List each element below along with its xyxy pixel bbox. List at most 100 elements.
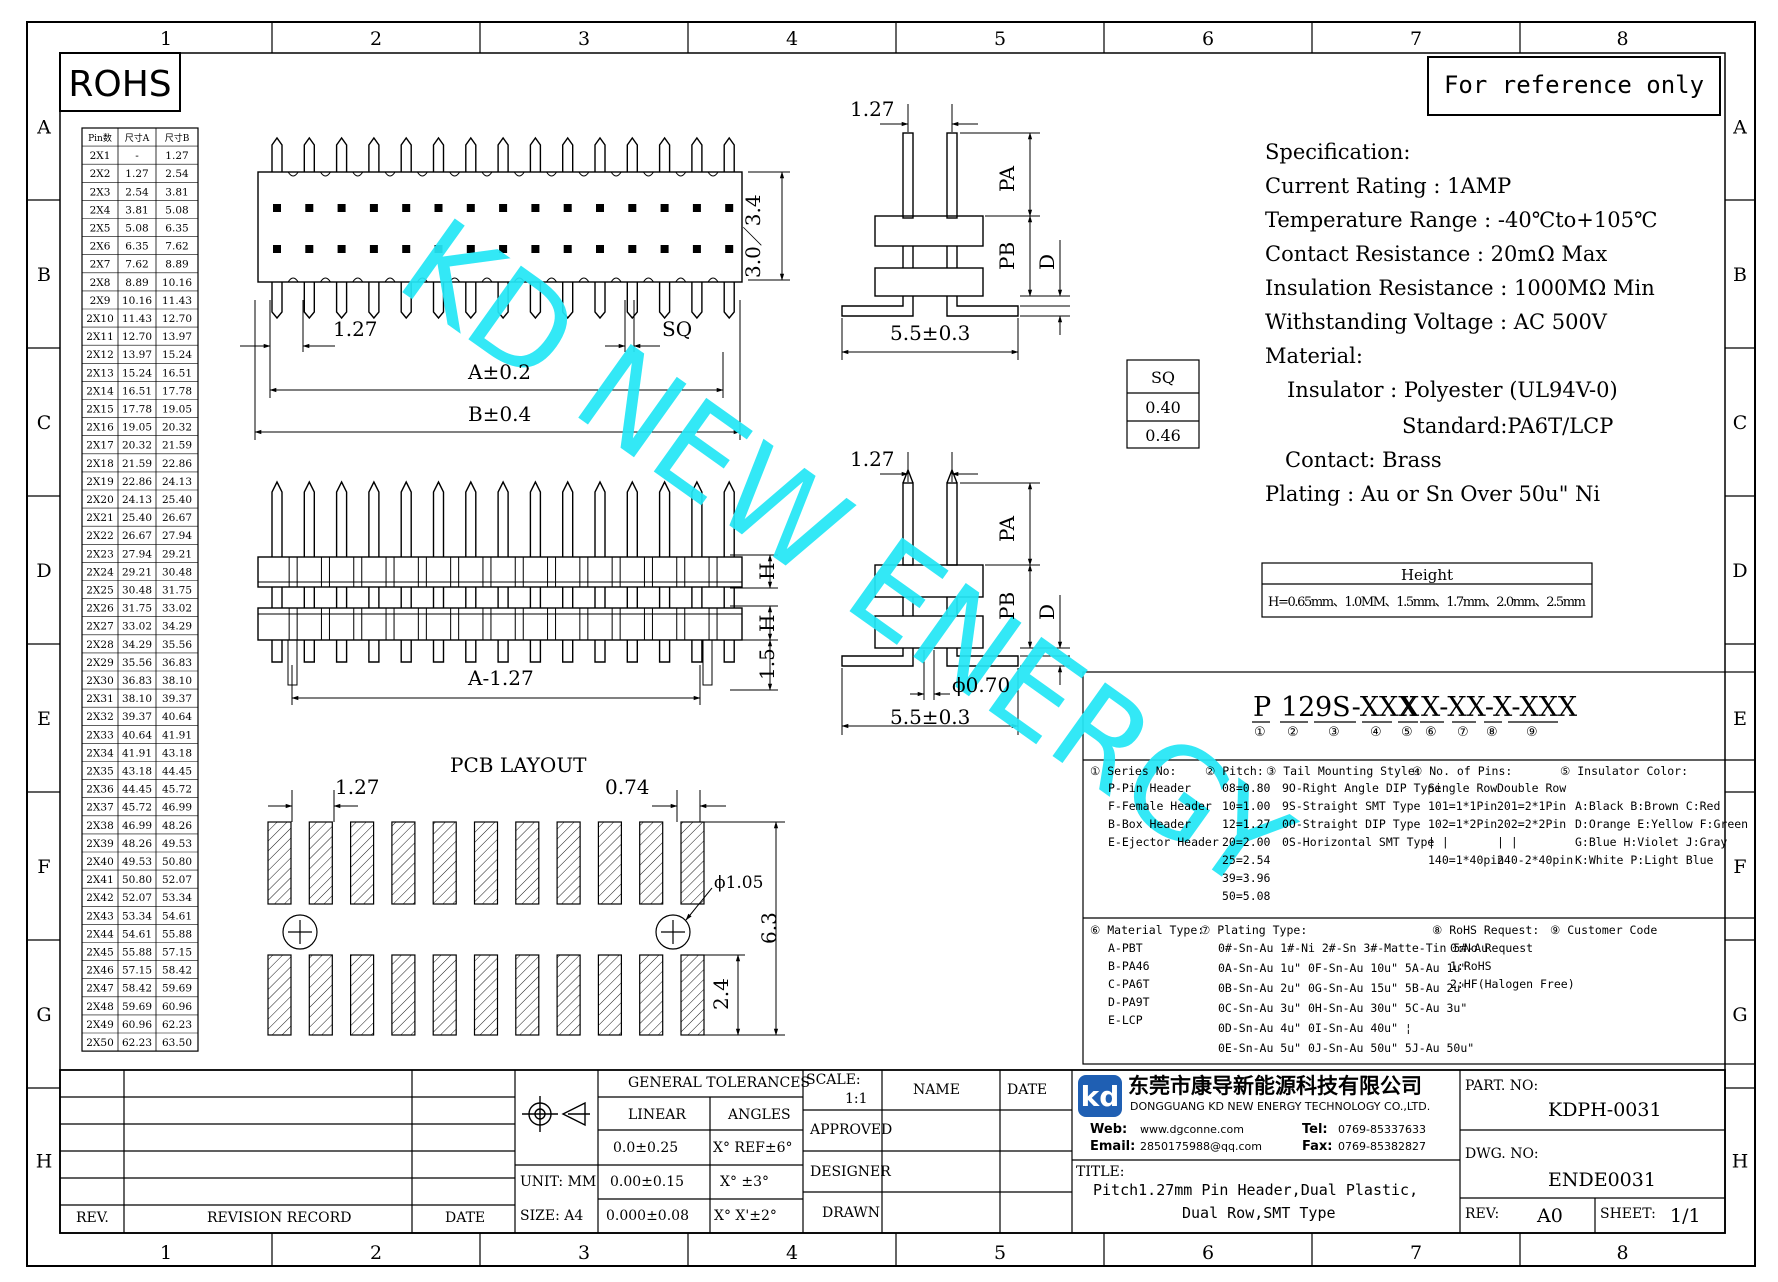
dim-table-cell: 45.72 (122, 802, 152, 814)
dim-table-cell: 6.35 (165, 223, 188, 235)
dim-table-cell: 49.53 (122, 856, 152, 868)
sq-table-value: 0.40 (1145, 398, 1181, 417)
dim-table-cell: 54.61 (122, 928, 152, 940)
dim-table-cell: 2X45 (86, 947, 114, 959)
dim-table-cell: 2X5 (90, 223, 111, 235)
dim-table-cell: 3.81 (165, 186, 188, 198)
dim-table-cell: 46.99 (122, 820, 152, 832)
dim-table-cell: 31.75 (122, 603, 152, 615)
dim-table-cell: 2X46 (86, 965, 114, 977)
dim-table-cell: 22.86 (162, 458, 192, 470)
frame-col-label: 6 (1202, 1242, 1214, 1264)
dim-table-cell: 8.89 (165, 259, 188, 271)
dim-table-cell: 27.94 (122, 548, 152, 560)
dim-table-cell: 25.40 (122, 512, 152, 524)
reference-box (1427, 56, 1721, 116)
dim-table-cell: 48.26 (162, 820, 192, 832)
dim-table-cell: 29.21 (122, 566, 152, 578)
dim-table-cell: 63.50 (162, 1037, 192, 1049)
dim-table-cell: 2.54 (165, 168, 189, 180)
dim-table-cell: 2X25 (86, 585, 114, 597)
dim-table-cell: 55.88 (162, 928, 192, 940)
frame-row-label: F (37, 856, 50, 878)
dim-table-cell: 24.13 (162, 476, 192, 488)
dim-table-cell: 2X24 (86, 566, 114, 578)
dim-table-header: 尺寸A (125, 132, 150, 144)
frame-col-label: 7 (1410, 1242, 1422, 1264)
dim-table-cell: 54.61 (162, 910, 192, 922)
frame-row-label: G (1732, 1004, 1747, 1026)
dim-table-cell: 2X39 (86, 838, 114, 850)
dim-table-cell: 49.53 (162, 838, 192, 850)
dim-table-cell: 59.69 (162, 983, 192, 995)
dim-table-cell: 2X11 (86, 331, 114, 343)
dim-table-cell: 35.56 (162, 639, 192, 651)
dim-table-cell: 2X20 (86, 494, 114, 506)
dim-table-cell: 2X4 (90, 204, 111, 216)
dim-table-cell: 46.99 (162, 802, 192, 814)
frame-col-label: 5 (994, 28, 1006, 50)
top-view (240, 136, 790, 440)
dim-table-cell: 2.54 (125, 186, 149, 198)
pcb-layout (267, 790, 785, 1036)
dim-table-cell: 1.27 (125, 168, 148, 180)
frame-row-label: C (1733, 412, 1748, 434)
dim-table-cell: 38.10 (122, 693, 152, 705)
dim-table-cell: 5.08 (125, 223, 148, 235)
dim-table-cell: 2X32 (86, 711, 114, 723)
svg-text:KD NEW ENERGY: KD NEW ENERGY (375, 192, 1314, 919)
dim-table-cell: 2X50 (86, 1037, 114, 1049)
dim-table-cell: 2X7 (90, 259, 111, 271)
dim-table-cell: 6.35 (125, 241, 148, 253)
dim-table-cell: 17.78 (122, 404, 152, 416)
dim-table-cell: 19.05 (122, 422, 152, 434)
dim-table-cell: 10.16 (162, 277, 192, 289)
dim-table-cell: 1.27 (165, 150, 188, 162)
dim-table-cell: 16.51 (162, 367, 192, 379)
dim-table-cell: 2X17 (86, 440, 114, 452)
kd-logo: kd (1078, 1075, 1122, 1117)
frame-col-label: 1 (160, 28, 172, 50)
dim-table-cell: 52.07 (162, 874, 192, 886)
dim-table-cell: 2X18 (86, 458, 114, 470)
dim-table-cell: 13.97 (162, 331, 192, 343)
frame-row-label: A (1732, 117, 1747, 139)
frame-col-label: 7 (1410, 28, 1422, 50)
dim-table-cell: 58.42 (122, 983, 152, 995)
dim-table-cell: 2X26 (86, 603, 114, 615)
sq-table-value: 0.46 (1145, 426, 1181, 445)
dim-table-header: 尺寸B (165, 132, 190, 144)
dim-table-cell: 50.80 (162, 856, 192, 868)
frame-col-label: 4 (786, 28, 798, 50)
dim-table-cell: 60.96 (162, 1001, 192, 1013)
dim-table-cell: 58.42 (162, 965, 192, 977)
front-view (257, 480, 778, 705)
dim-table-cell: 2X3 (90, 186, 111, 198)
dim-table-cell: 2X22 (86, 530, 114, 542)
dim-table-cell: 41.91 (162, 729, 192, 741)
dim-table-cell: 39.37 (162, 693, 192, 705)
dim-table-cell: 2X41 (86, 874, 114, 886)
frame-col-label: 1 (160, 1242, 172, 1264)
dim-table-cell: 2X34 (86, 747, 114, 759)
frame-row-label: E (1733, 708, 1747, 730)
svg-text:kd: kd (1081, 1080, 1120, 1113)
dim-table-cell: 2X43 (86, 910, 114, 922)
dim-table-cell: 2X6 (90, 241, 111, 253)
frame-col-label: 8 (1616, 1242, 1628, 1264)
frame-col-label: 3 (578, 1242, 590, 1264)
dim-table-cell: 2X10 (86, 313, 114, 325)
dim-table-cell: 2X1 (90, 150, 111, 162)
dim-table-cell: 13.97 (122, 349, 152, 361)
dim-table-cell: 2X49 (86, 1019, 114, 1031)
dim-table-cell: 2X27 (86, 621, 114, 633)
dim-table-cell: 33.02 (122, 621, 152, 633)
dim-table-cell: 33.02 (162, 603, 192, 615)
frame-col-label: 5 (994, 1242, 1006, 1264)
dim-table-cell: 24.13 (122, 494, 152, 506)
dim-table-cell: 3.81 (125, 204, 148, 216)
reference-label: For reference only (1444, 71, 1704, 99)
dim-table-cell: 2X33 (86, 729, 114, 741)
dim-table-cell: 15.24 (122, 367, 152, 379)
dim-table-cell: 2X44 (86, 928, 114, 940)
